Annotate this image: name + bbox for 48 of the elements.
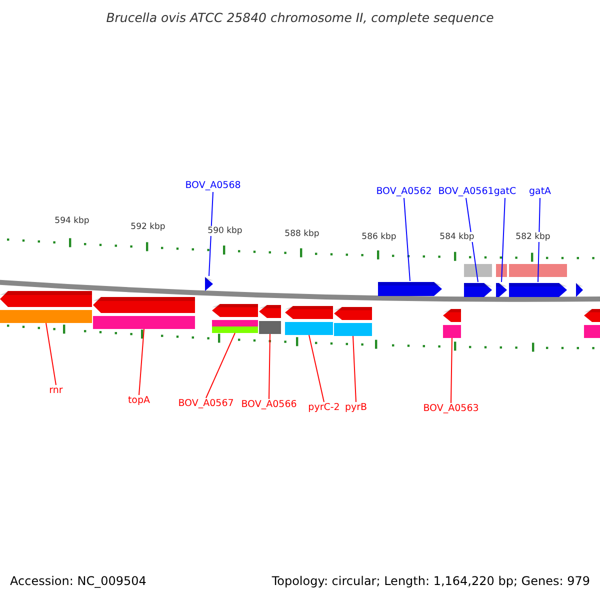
gene-label: topA xyxy=(128,395,150,407)
gene-block xyxy=(576,282,583,296)
gene-label: rnr xyxy=(49,385,63,397)
scale-label: 594 kbp xyxy=(54,216,90,226)
scale-label: 592 kbp xyxy=(130,222,166,232)
gene-block xyxy=(509,282,567,296)
gene-label: pyrC-2 xyxy=(308,402,340,414)
scale-label: 586 kbp xyxy=(362,232,396,242)
gene-block xyxy=(496,282,507,296)
gene-block xyxy=(443,309,461,338)
leader-line xyxy=(450,338,452,404)
leader-line xyxy=(352,336,356,402)
gene-block xyxy=(334,307,372,336)
leader-line xyxy=(268,334,270,400)
gene-block xyxy=(259,305,281,334)
title: Brucella ovis ATCC 25840 chromosome II, complete sequence xyxy=(105,10,495,25)
gene-label: BOV_A0562 xyxy=(376,186,432,198)
accession-text: Accession: NC_009504 xyxy=(10,574,146,588)
leader-line xyxy=(308,334,324,402)
leader-line xyxy=(538,198,540,282)
genome-summary: Topology: circular; Length: 1,164,220 bp; Genes: 979 xyxy=(272,574,590,588)
scale-label: 588 kbp xyxy=(284,229,320,239)
gene-label: BOV_A0567 xyxy=(178,398,234,410)
gene-label: gatC xyxy=(494,186,516,198)
gene-label: pyrB xyxy=(344,402,368,414)
gene-block xyxy=(212,304,258,333)
leader-line xyxy=(466,198,478,282)
gene-block xyxy=(0,291,92,323)
gene-block xyxy=(584,309,600,338)
gene-label: BOV_A0561 xyxy=(438,186,494,198)
scale-label: 582 kbp xyxy=(516,232,550,242)
gene-block xyxy=(205,276,213,290)
leader-line xyxy=(206,332,236,398)
leader-line xyxy=(404,198,410,282)
gene-block xyxy=(93,297,195,329)
leader-line xyxy=(501,198,506,282)
gene-block xyxy=(378,281,442,295)
gene-block xyxy=(285,306,333,335)
scale-label: 590 kbp xyxy=(208,226,242,236)
gene-label: BOV_A0568 xyxy=(185,180,241,192)
leader-line xyxy=(46,322,56,386)
leader-line xyxy=(208,192,214,276)
gene-label: BOV_A0566 xyxy=(241,399,297,411)
scale-label: 584 kbp xyxy=(440,232,474,242)
gene-block xyxy=(464,282,492,296)
gene-label: gatA xyxy=(528,186,552,198)
leader-line xyxy=(138,328,144,396)
gene-label: BOV_A0563 xyxy=(423,403,479,415)
